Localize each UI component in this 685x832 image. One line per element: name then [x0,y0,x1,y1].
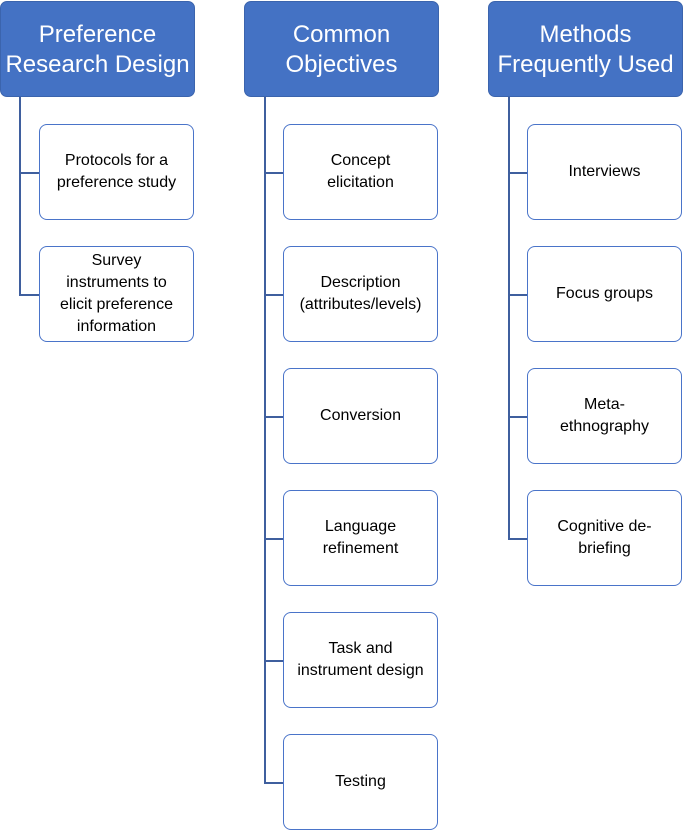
connector-branch [508,172,528,174]
connector-branch [264,416,284,418]
connector-trunk [264,97,266,783]
list-item: Interviews [527,124,682,220]
list-item: Language refinement [283,490,438,586]
connector-branch [508,294,528,296]
connector-branch [19,172,40,174]
connector-branch [19,294,40,296]
connector-branch [264,782,284,784]
list-item: Concept elicitation [283,124,438,220]
connector-branch [264,294,284,296]
list-item: Conversion [283,368,438,464]
connector-branch [264,660,284,662]
list-item: Survey instruments to elicit preference … [39,246,194,342]
column-header: Common Objectives [244,1,439,97]
list-item: Task and instrument design [283,612,438,708]
connector-trunk [19,97,21,295]
list-item: Testing [283,734,438,830]
column-header: Preference Research Design [0,1,195,97]
connector-branch [264,172,284,174]
list-item: Focus groups [527,246,682,342]
connector-branch [508,416,528,418]
connector-branch [508,538,528,540]
column-header: Methods Frequently Used [488,1,683,97]
list-item: Description (attributes/levels) [283,246,438,342]
connector-branch [264,538,284,540]
list-item: Protocols for a preference study [39,124,194,220]
connector-trunk [508,97,510,539]
list-item: Meta- ethnography [527,368,682,464]
list-item: Cognitive de- briefing [527,490,682,586]
